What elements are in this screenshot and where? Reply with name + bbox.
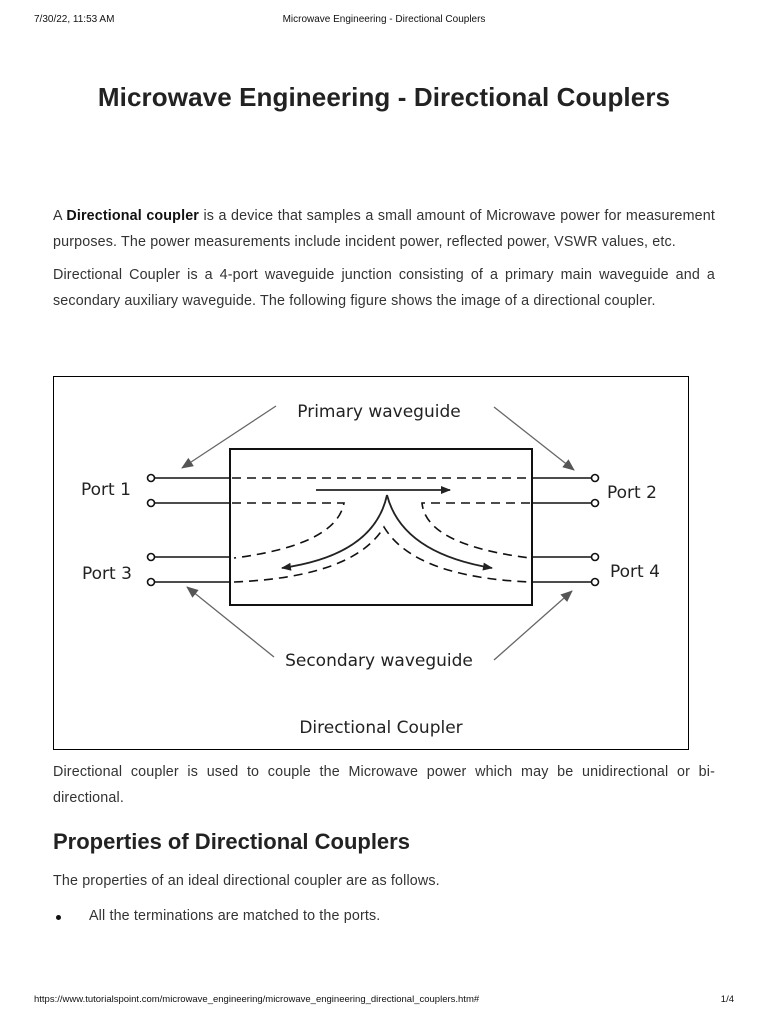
- list-item-text: All the terminations are matched to the …: [89, 908, 381, 924]
- intro-paragraph-1: A Directional coupler is a device that s…: [53, 203, 715, 255]
- properties-heading: Properties of Directional Couplers: [53, 829, 410, 854]
- port-1-terminal-b: [146, 498, 156, 508]
- properties-intro: The properties of an ideal directional c…: [53, 873, 440, 889]
- port-1-label: Port 1: [81, 480, 131, 500]
- print-date: 7/30/22, 11:53 AM: [34, 14, 115, 25]
- primary-wall-right-bend: [421, 502, 531, 559]
- port-3-terminal-a: [146, 552, 156, 562]
- after-figure-section: Directional coupler is used to couple th…: [53, 759, 715, 818]
- page-number: 1/4: [720, 994, 734, 1005]
- coupler-box: [229, 448, 533, 606]
- port-2-label: Port 2: [607, 483, 657, 503]
- secondary-waveguide-label: Secondary waveguide: [285, 651, 473, 671]
- port-3-terminal-b: [146, 577, 156, 587]
- port-4-terminal-b: [590, 577, 600, 587]
- port-1-terminal-a: [146, 473, 156, 483]
- intro-paragraph-2: Directional Coupler is a 4-port waveguid…: [53, 267, 715, 309]
- secondary-wall-inner: [233, 525, 531, 583]
- page-title: Microwave Engineering - Directional Coup…: [97, 82, 671, 112]
- bullet-icon: [56, 915, 61, 920]
- intro-p1-rest: is a device that samples a small amount …: [53, 208, 715, 250]
- pointer-arrow-primary-left: [181, 405, 277, 469]
- pointer-arrow-primary-right: [493, 406, 575, 471]
- print-header: 7/30/22, 11:53 AM Microwave Engineering …: [0, 14, 768, 30]
- coupled-power-arrow-left: [281, 494, 388, 571]
- coupler-diagram: Primary waveguide Secondary waveguide Di…: [81, 402, 660, 738]
- intro-p1-bold-term: Directional coupler: [66, 208, 200, 224]
- port-4-terminal-a: [590, 552, 600, 562]
- primary-wall-left-bend: [232, 502, 345, 559]
- pointer-arrow-secondary-left: [186, 586, 275, 658]
- print-footer: https://www.tutorialspoint.com/microwave…: [0, 994, 768, 1010]
- after-figure-paragraph: Directional coupler is used to couple th…: [53, 764, 715, 806]
- figure-caption: Directional Coupler: [299, 718, 462, 738]
- intro-p1-prefix: A: [53, 208, 67, 224]
- primary-waveguide-label: Primary waveguide: [297, 402, 460, 422]
- print-doc-title: Microwave Engineering - Directional Coup…: [282, 14, 486, 25]
- pointer-arrow-secondary-right: [493, 590, 573, 661]
- list-item: All the terminations are matched to the …: [53, 903, 715, 929]
- port-2-terminal-a: [590, 473, 600, 483]
- port-4-label: Port 4: [610, 562, 660, 582]
- intro-section: A Directional coupler is a device that s…: [53, 203, 715, 321]
- directional-coupler-figure: Primary waveguide Secondary waveguide Di…: [53, 376, 689, 750]
- port-2-terminal-b: [590, 498, 600, 508]
- page-url: https://www.tutorialspoint.com/microwave…: [34, 994, 480, 1005]
- coupled-power-arrow-right: [386, 494, 493, 571]
- port-3-label: Port 3: [82, 564, 132, 584]
- properties-intro-section: The properties of an ideal directional c…: [53, 868, 715, 901]
- properties-list: All the terminations are matched to the …: [53, 903, 715, 929]
